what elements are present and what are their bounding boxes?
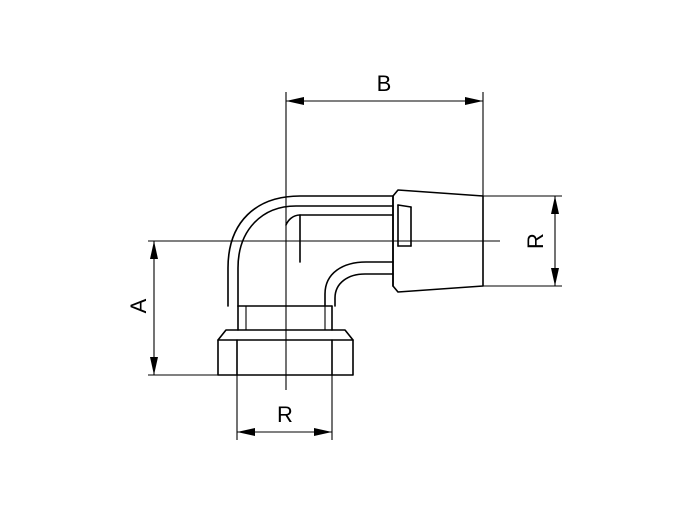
tube-corner [285,214,301,226]
dimension-a-arrow-top [150,241,158,259]
dimension-r-bottom: R [237,402,332,436]
dimension-a-label: A [126,298,151,313]
dimension-r-bottom-arrow-right [314,428,332,436]
outer-bend [227,195,394,307]
dimension-r-bottom-label: R [277,402,293,427]
center-lines [148,92,500,390]
dimension-b-arrow-left [286,97,304,105]
inner-bend [334,273,394,307]
extension-lines [148,92,562,440]
inner-bend-inner [324,261,394,307]
dimension-b: B [286,71,483,105]
elbow-fitting [217,189,484,376]
dimension-b-label: B [377,71,392,96]
dimension-r-right: R [523,196,559,286]
bottom-nut [217,329,354,376]
nut-neck [237,305,333,331]
dimension-r-right-label: R [523,233,548,249]
outer-bend-inner [237,205,394,307]
dimension-b-arrow-right [465,97,483,105]
dimension-r-right-arrow-bottom [551,268,559,286]
dimension-r-right-arrow-top [551,196,559,214]
collar-groove-top [397,204,412,208]
dimension-a-arrow-bottom [150,357,158,375]
dimension-r-bottom-arrow-left [237,428,255,436]
dimension-a: A [126,241,158,375]
hose-collar [392,189,484,293]
